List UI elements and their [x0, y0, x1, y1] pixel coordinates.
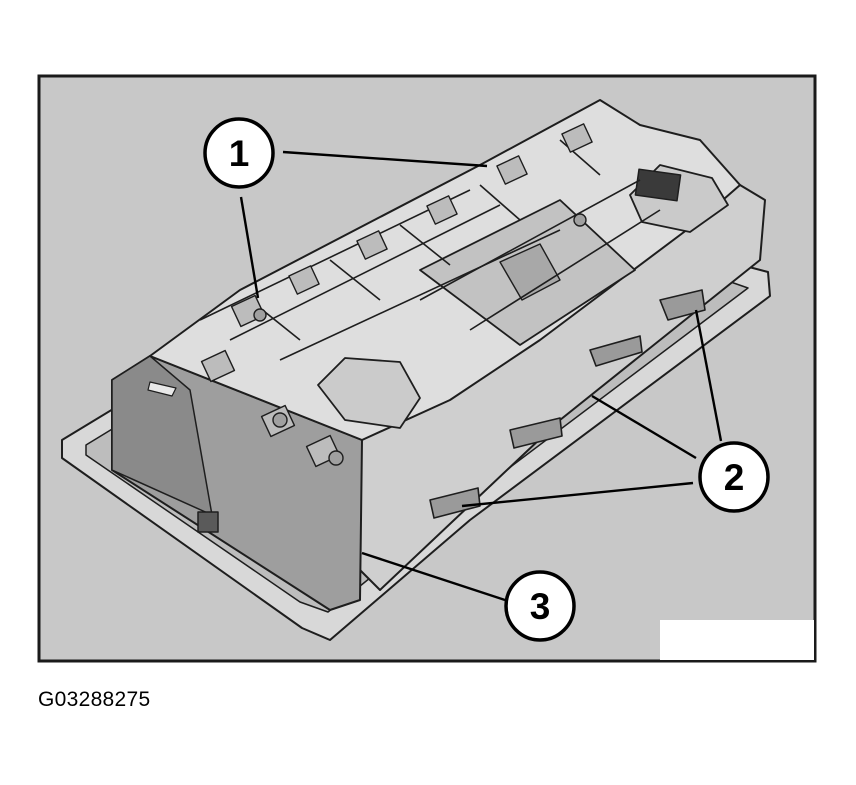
housing-ridges [199, 139, 661, 361]
leader-2c [461, 481, 694, 508]
leader-1b [239, 196, 260, 299]
callout-2: 2 [698, 441, 770, 513]
retaining-tabs [429, 289, 706, 519]
leader-1a [282, 150, 488, 168]
housing-front-wall-shade [111, 355, 213, 516]
housing-clips [200, 123, 593, 468]
lamp-cavity-reflector [499, 243, 561, 301]
front-wall-slot [147, 381, 177, 397]
leader-2b [591, 394, 697, 460]
corner-patch [660, 620, 814, 660]
callout-1-circle [203, 117, 275, 189]
front-latch [197, 511, 219, 533]
rear-switch [634, 168, 682, 202]
leader-2a [694, 309, 723, 442]
front-lamp-bulge [317, 357, 421, 429]
callout-3: 3 [504, 570, 576, 642]
leader-lines [239, 150, 723, 602]
callout-1-number: 1 [229, 133, 250, 174]
callout-2-circle [698, 441, 770, 513]
console-housing [61, 99, 771, 641]
figure-id-label: G03288275 [38, 688, 151, 711]
callout-3-circle [504, 570, 576, 642]
leader-3 [361, 551, 506, 602]
callout-2-number: 2 [724, 457, 745, 498]
callout-3-number: 3 [530, 586, 551, 627]
callout-1: 1 [203, 117, 275, 189]
screw-bosses [253, 213, 587, 466]
